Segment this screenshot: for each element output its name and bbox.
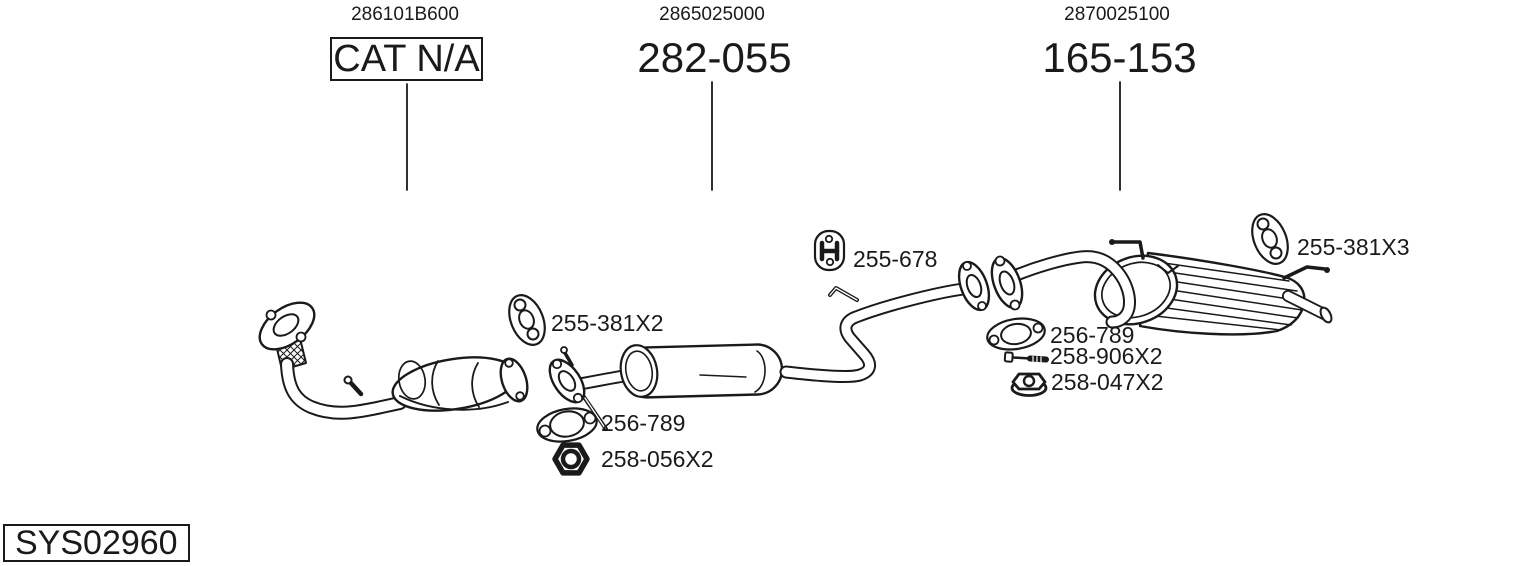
h-hanger-icon xyxy=(813,229,846,272)
hex-nut-icon xyxy=(552,442,590,476)
callout-hanger-rear: 255-381X3 xyxy=(1297,234,1410,260)
part-number-mid: 2865025000 xyxy=(659,4,765,25)
callout-hanger-center: 255-678 xyxy=(853,246,938,272)
bolt-icon xyxy=(1003,351,1049,363)
callout-gasket-front: 256-789 xyxy=(601,410,686,436)
rear-muffler-ribs xyxy=(1145,260,1303,331)
callout-nut-rear: 258-047X2 xyxy=(1051,369,1164,395)
cat-code-label: CAT N/A xyxy=(333,37,480,80)
pipe-stud xyxy=(347,379,364,397)
front-pipe-catalyst-drawing xyxy=(258,301,529,420)
rear-muffler-drawing xyxy=(990,239,1333,336)
rubber-hanger-icon xyxy=(508,294,546,346)
flange-nut-icon xyxy=(1010,372,1048,397)
rubber-hanger-icon xyxy=(1251,213,1289,265)
hanger-rod-rear-right xyxy=(1282,265,1327,280)
part-number-cat: 286101B600 xyxy=(351,4,459,25)
callout-gasket-rear: 256-789 xyxy=(1050,322,1135,348)
s-pipe xyxy=(779,282,970,383)
gasket-icon xyxy=(986,317,1046,351)
callout-bolt-rear: 258-906X2 xyxy=(1050,343,1163,369)
part-number-rear: 2870025100 xyxy=(1064,4,1170,25)
gasket-icon xyxy=(536,407,598,443)
callout-nut-front: 258-056X2 xyxy=(601,446,714,472)
mid-code-label: 282-055 xyxy=(637,34,792,81)
rear-inlet-flange xyxy=(990,256,1024,310)
hanger-rod-rear-top xyxy=(1112,240,1145,260)
catalytic-converter-body xyxy=(391,356,519,412)
callout-hanger-mid: 255-381X2 xyxy=(551,310,664,336)
system-code-box: SYS02960 xyxy=(3,524,190,562)
middle-pipe-muffler-drawing xyxy=(548,260,991,431)
cat-code-box: CAT N/A xyxy=(330,37,483,81)
cat-bottom-seam xyxy=(399,395,509,411)
leader-lines xyxy=(406,81,1121,191)
system-code-label: SYS02960 xyxy=(15,524,178,562)
bracket-rear-top xyxy=(1157,264,1179,274)
rear-code-label: 165-153 xyxy=(1042,34,1197,81)
mid-outlet-flange xyxy=(957,260,991,312)
